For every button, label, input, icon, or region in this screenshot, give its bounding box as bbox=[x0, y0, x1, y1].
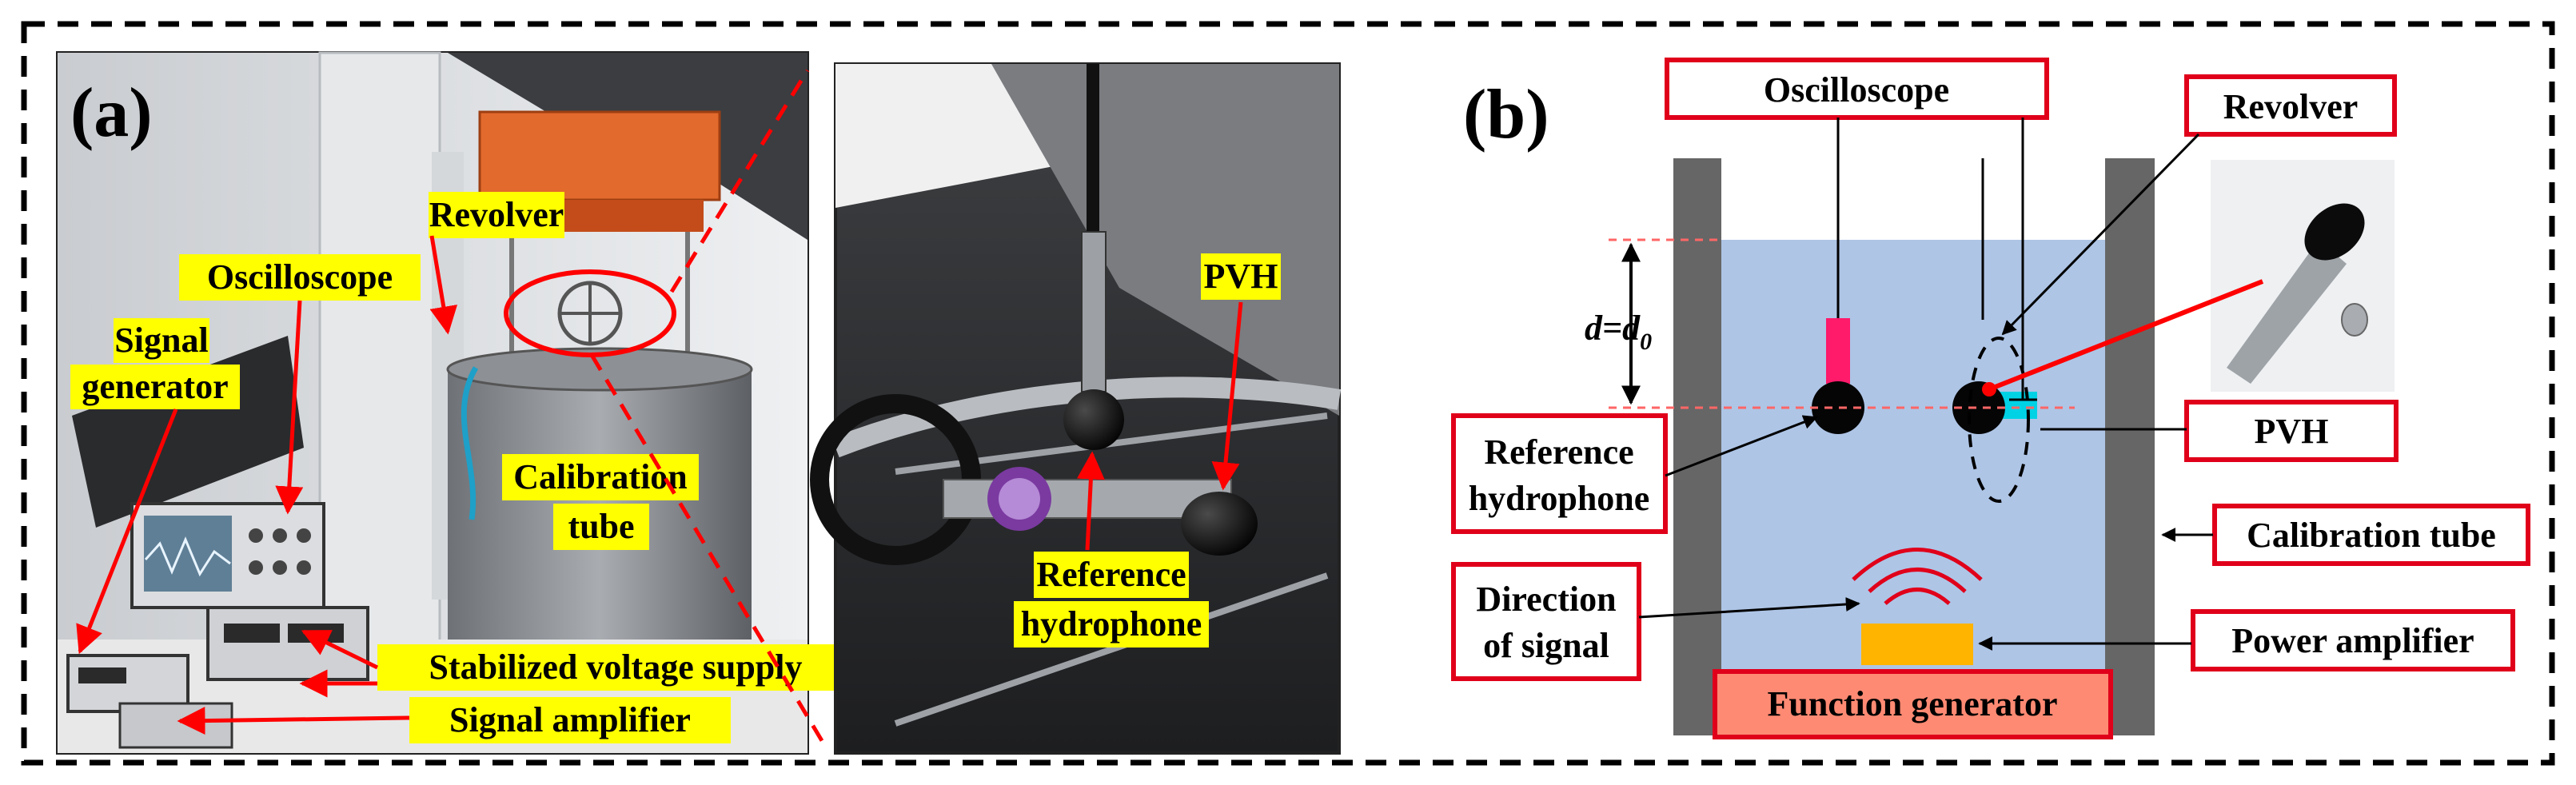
panel-a-label: (a) bbox=[70, 74, 153, 152]
label-pvh-photo: PVH bbox=[1204, 257, 1278, 296]
power-amplifier-box[interactable] bbox=[2191, 609, 2515, 671]
photo-amplifier-device bbox=[118, 702, 233, 749]
zoom-arrows bbox=[1076, 301, 1243, 551]
panel-a-photo: (a) Revolver Oscilloscope Signal generat… bbox=[56, 51, 854, 755]
label-tube: tube bbox=[568, 507, 634, 546]
direction-label-l1: Direction bbox=[1476, 580, 1616, 619]
label-signal-amplifier: Signal amplifier bbox=[449, 700, 691, 739]
power-amplifier-label: Power amplifier bbox=[2231, 621, 2474, 660]
pvh-link-line bbox=[1988, 279, 2264, 392]
zoom-connector-bottom bbox=[589, 353, 826, 745]
reference-hydrophone-ball bbox=[1812, 381, 1864, 434]
label-generator: generator bbox=[82, 367, 228, 406]
revolver-box[interactable] bbox=[2184, 74, 2397, 137]
pvh-box[interactable] bbox=[2184, 400, 2399, 462]
oscilloscope-box[interactable] bbox=[1665, 58, 2049, 120]
reference-rod bbox=[1826, 318, 1850, 384]
calibration-tube-label: Calibration tube bbox=[2247, 516, 2496, 555]
zoom-connector-top bbox=[669, 69, 810, 293]
transducer bbox=[1861, 624, 1973, 665]
label-reference-photo: Reference bbox=[1036, 555, 1186, 594]
pvh-label: PVH bbox=[2255, 412, 2329, 451]
panel-b-schematic: (b) Function generator d=d0 Oscillo bbox=[1451, 58, 2530, 739]
photo-voltage-supply-device bbox=[206, 606, 369, 681]
label-hydrophone-photo: hydrophone bbox=[1021, 604, 1202, 644]
label-signal: Signal bbox=[114, 321, 208, 360]
label-revolver: Revolver bbox=[429, 195, 564, 234]
panel-b-label: (b) bbox=[1463, 76, 1549, 153]
pvh-dashed-ellipse bbox=[1968, 337, 2030, 503]
reference-label-l1: Reference bbox=[1484, 432, 1633, 472]
tube-wall-left bbox=[1673, 158, 1721, 735]
label-stabilized-voltage-supply: Stabilized voltage supply bbox=[429, 648, 803, 687]
tube-wall-right bbox=[2105, 158, 2155, 735]
sound-wave-arcs bbox=[1852, 548, 1983, 605]
direction-label-l2: of signal bbox=[1483, 626, 1609, 665]
panel-a-arrows bbox=[76, 235, 458, 735]
reference-label-l2: hydrophone bbox=[1469, 479, 1650, 518]
panel-a-zoom-inset: PVH Reference hydrophone bbox=[810, 62, 1342, 755]
pvh-inset-photo bbox=[2211, 160, 2395, 392]
label-calibration: Calibration bbox=[513, 457, 688, 496]
outer-dashed-frame bbox=[21, 21, 2555, 766]
function-generator-box[interactable] bbox=[1713, 669, 2113, 739]
photo-signal-generator-device bbox=[66, 654, 189, 713]
label-oscilloscope: Oscilloscope bbox=[207, 257, 393, 297]
highlight-ellipse bbox=[504, 269, 676, 357]
calibration-tube-box[interactable] bbox=[2212, 504, 2530, 566]
photo-oscilloscope-device bbox=[130, 502, 325, 609]
function-generator-label: Function generator bbox=[1768, 684, 2058, 723]
revolver-label: Revolver bbox=[2223, 87, 2359, 126]
direction-of-signal-box[interactable] bbox=[1451, 562, 1641, 681]
reference-hydrophone-box[interactable] bbox=[1451, 413, 1668, 534]
oscilloscope-label: Oscilloscope bbox=[1764, 70, 1949, 110]
distance-label: d=d0 bbox=[1585, 309, 1652, 355]
